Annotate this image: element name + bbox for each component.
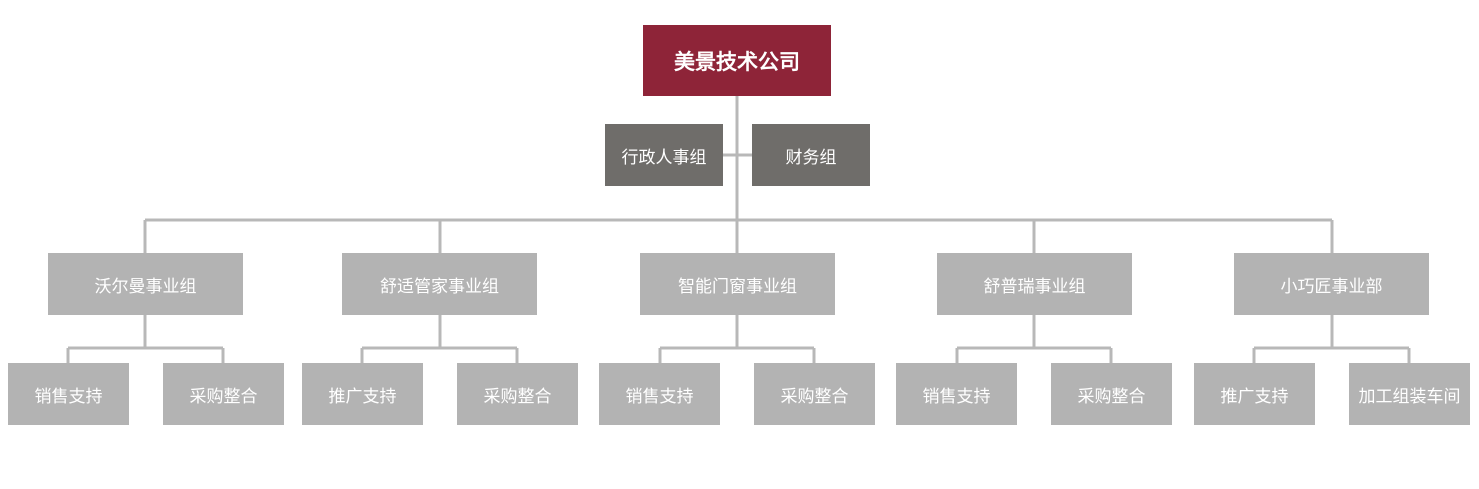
root-node: 美景技术公司 bbox=[643, 25, 831, 96]
group-node-5: 小巧匠事业部 bbox=[1234, 253, 1429, 315]
group-node-3: 智能门窗事业组 bbox=[640, 253, 835, 315]
group-node-2: 舒适管家事业组 bbox=[342, 253, 537, 315]
team-node-2-1: 推广支持 bbox=[302, 363, 423, 425]
team-node-4-2: 采购整合 bbox=[1051, 363, 1172, 425]
team-node-2-2: 采购整合 bbox=[457, 363, 578, 425]
team-node-1-1: 销售支持 bbox=[8, 363, 129, 425]
group-node-4: 舒普瑞事业组 bbox=[937, 253, 1132, 315]
team-node-3-2: 采购整合 bbox=[754, 363, 875, 425]
team-node-5-1: 推广支持 bbox=[1194, 363, 1315, 425]
staff-node-admin-hr: 行政人事组 bbox=[605, 124, 723, 186]
team-node-4-1: 销售支持 bbox=[896, 363, 1017, 425]
group-node-1: 沃尔曼事业组 bbox=[48, 253, 243, 315]
team-node-3-1: 销售支持 bbox=[599, 363, 720, 425]
team-node-1-2: 采购整合 bbox=[163, 363, 284, 425]
staff-node-finance: 财务组 bbox=[752, 124, 870, 186]
team-node-5-2: 加工组装车间 bbox=[1349, 363, 1470, 425]
